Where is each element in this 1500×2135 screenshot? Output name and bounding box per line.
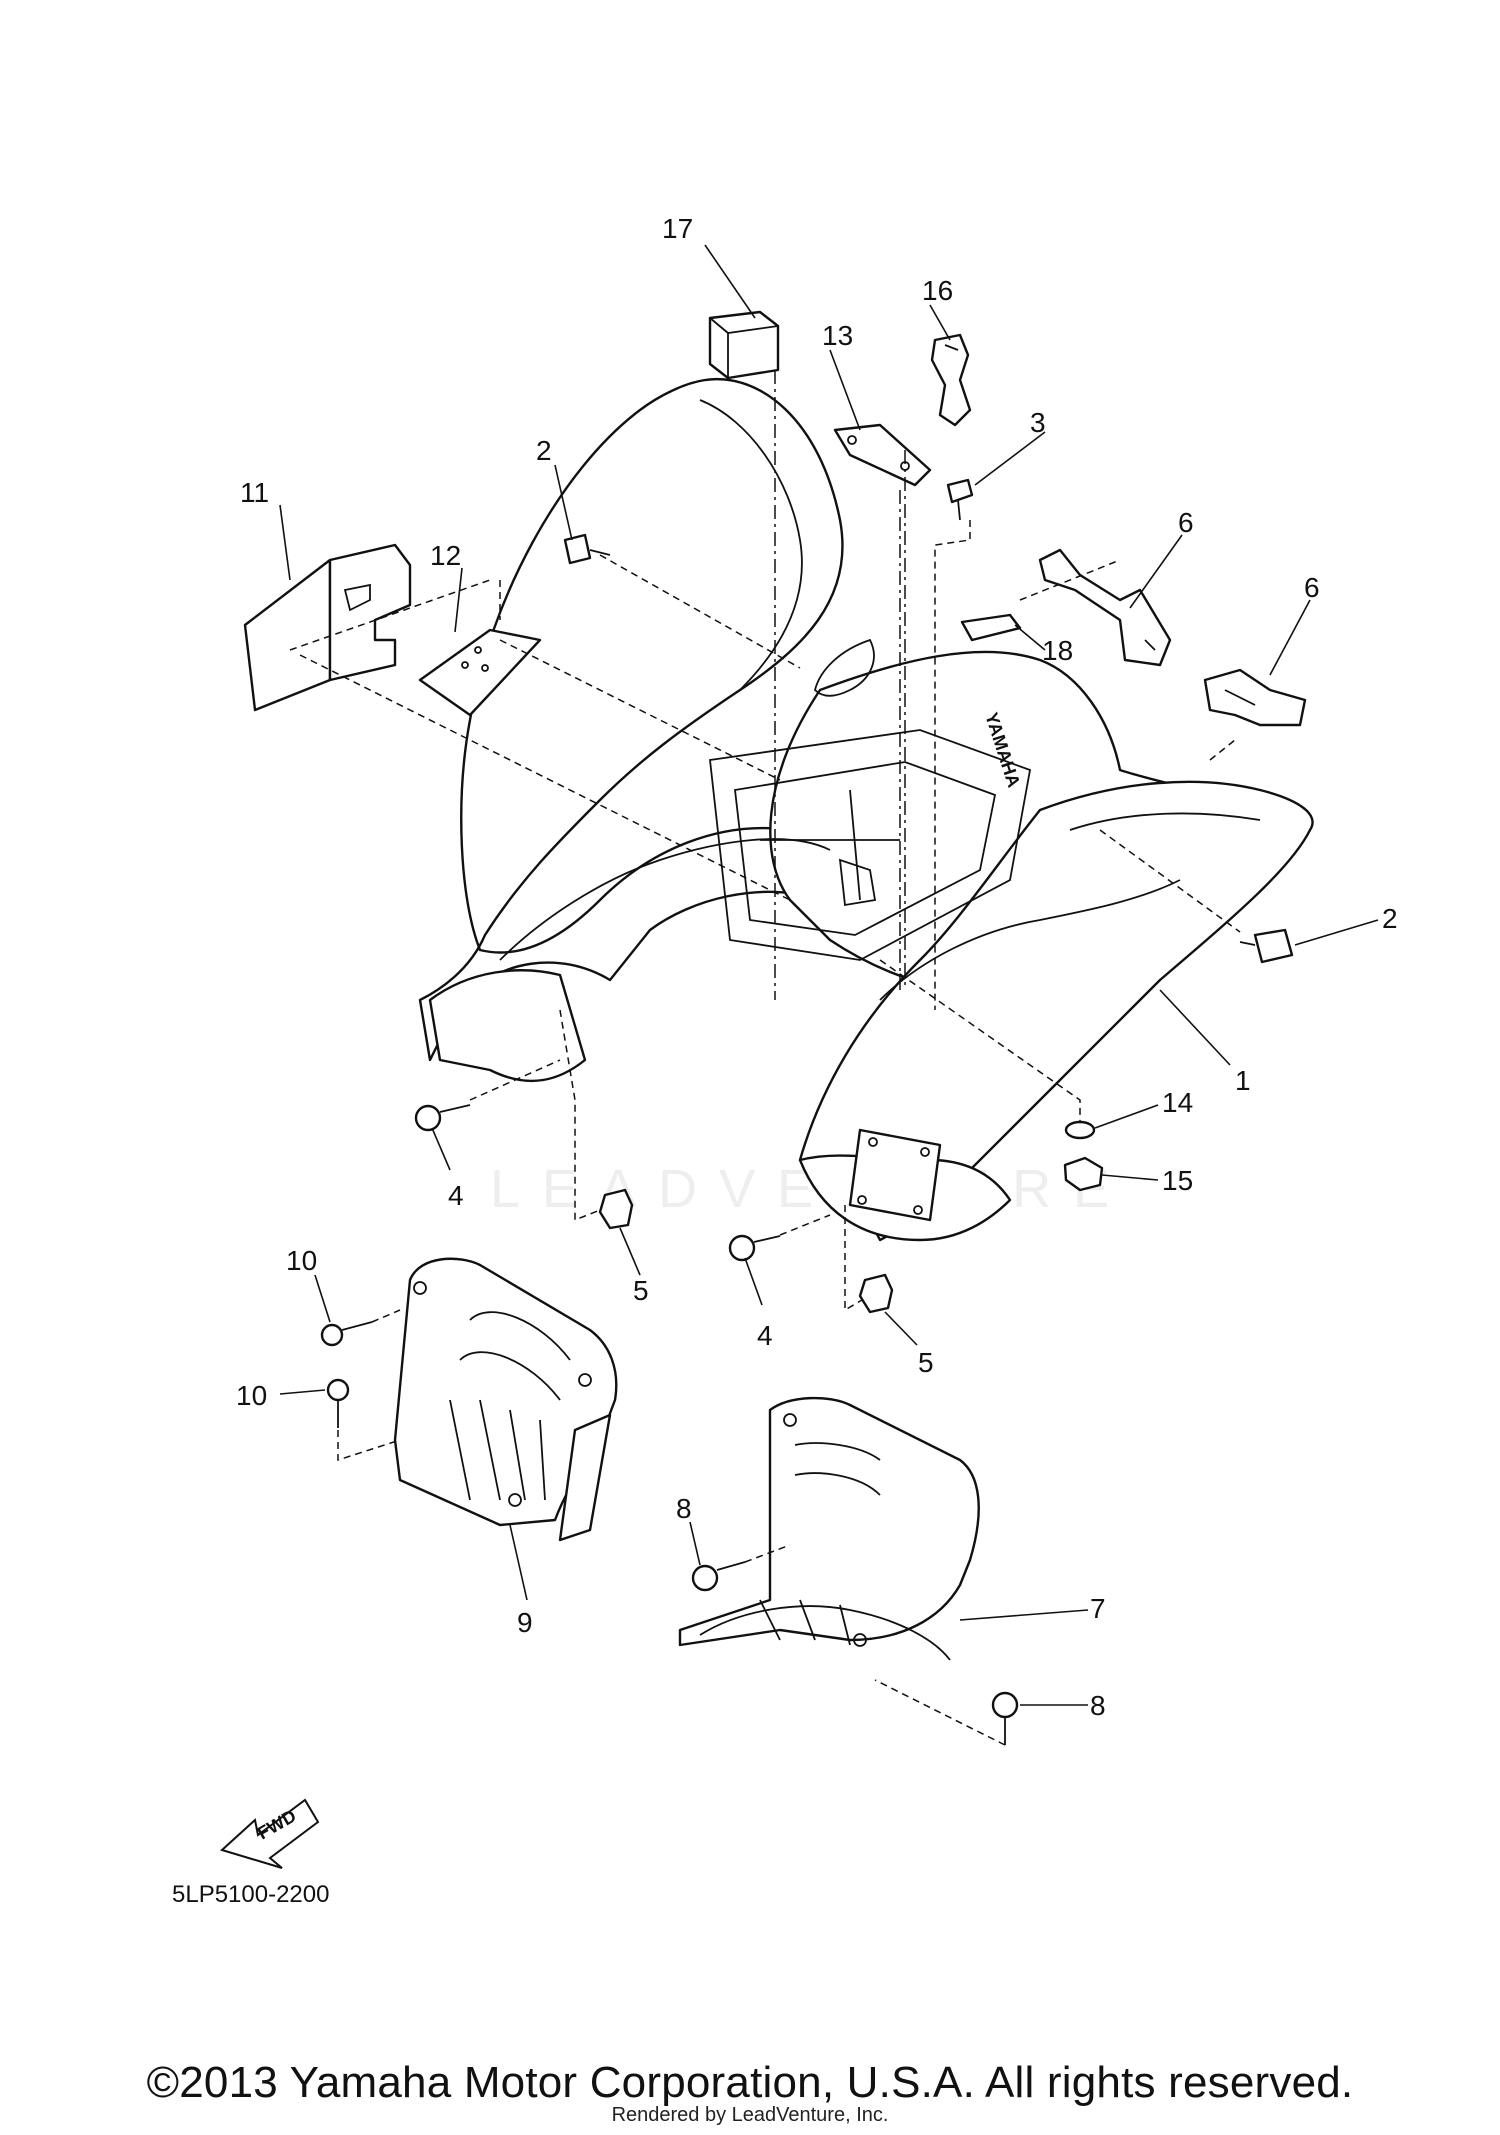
assembly-lines [289, 370, 1241, 1746]
callout-8-lower: 8 [1090, 1690, 1106, 1721]
callout-15: 15 [1162, 1165, 1193, 1196]
mudguard-7 [678, 1396, 980, 1661]
callout-6-right: 6 [1304, 572, 1320, 603]
callout-4-left: 4 [448, 1180, 464, 1211]
pad-18 [960, 613, 1022, 642]
callout-1: 1 [1235, 1065, 1251, 1096]
callout-5-right: 5 [918, 1347, 934, 1378]
rendered-by-credit: Rendered by LeadVenture, Inc. [611, 2104, 889, 2126]
callout-12: 12 [430, 540, 461, 571]
callout-13: 13 [822, 320, 853, 351]
screw-4-right [728, 1234, 781, 1262]
copyright-notice: ©2013 Yamaha Motor Corporation, U.S.A. A… [146, 2058, 1354, 2107]
callout-2-right: 2 [1382, 903, 1398, 934]
nut-5-right [858, 1273, 894, 1314]
screw-10-upper [320, 1321, 373, 1347]
callout-16: 16 [922, 275, 953, 306]
rear-fender: YAMAHA [418, 377, 1314, 1242]
callout-5-left: 5 [633, 1275, 649, 1306]
fwd-arrow-icon: FWD [220, 1798, 320, 1869]
block-17 [708, 310, 780, 380]
bracket-plate-11 [243, 543, 412, 712]
callout-18: 18 [1042, 635, 1073, 666]
callout-2-upper: 2 [536, 435, 552, 466]
callout-3: 3 [1030, 407, 1046, 438]
nut-15 [1063, 1156, 1104, 1192]
callout-9: 9 [517, 1607, 533, 1638]
diagram-code: 5LP5100-2200 [172, 1881, 329, 1908]
screw-10-lower [326, 1378, 350, 1428]
callout-10-lower: 10 [236, 1380, 267, 1411]
screw-8-lower [991, 1691, 1019, 1745]
bolt-3 [946, 478, 974, 521]
leader-lines [279, 244, 1379, 1706]
screw-4-left [414, 1104, 471, 1132]
callout-6-left: 6 [1178, 507, 1194, 538]
bolt-2-right [1239, 928, 1294, 964]
nut-5-left [598, 1188, 634, 1230]
washer-14 [1064, 1120, 1096, 1140]
small-plate-12 [418, 628, 542, 717]
callout-4-right: 4 [757, 1320, 773, 1351]
callout-labels: 1 2 2 3 4 4 5 5 6 6 7 8 8 9 10 10 11 12 … [236, 213, 1398, 1721]
hinge-6-right [1203, 668, 1307, 727]
callout-17: 17 [662, 213, 693, 244]
callout-11: 11 [240, 477, 269, 508]
callout-8-upper: 8 [676, 1493, 692, 1524]
bolt-2-left [563, 533, 611, 565]
screw-8-upper [691, 1561, 746, 1592]
clip-16 [930, 333, 972, 427]
leadventure-watermark: LEADVENTURE [490, 1159, 1132, 1219]
mudguard-9 [393, 1257, 618, 1542]
callout-7: 7 [1090, 1593, 1106, 1624]
callout-14: 14 [1162, 1087, 1193, 1118]
latch-bracket-13 [833, 423, 932, 487]
hinge-6-left [1038, 548, 1172, 667]
callout-10-upper: 10 [286, 1245, 317, 1276]
